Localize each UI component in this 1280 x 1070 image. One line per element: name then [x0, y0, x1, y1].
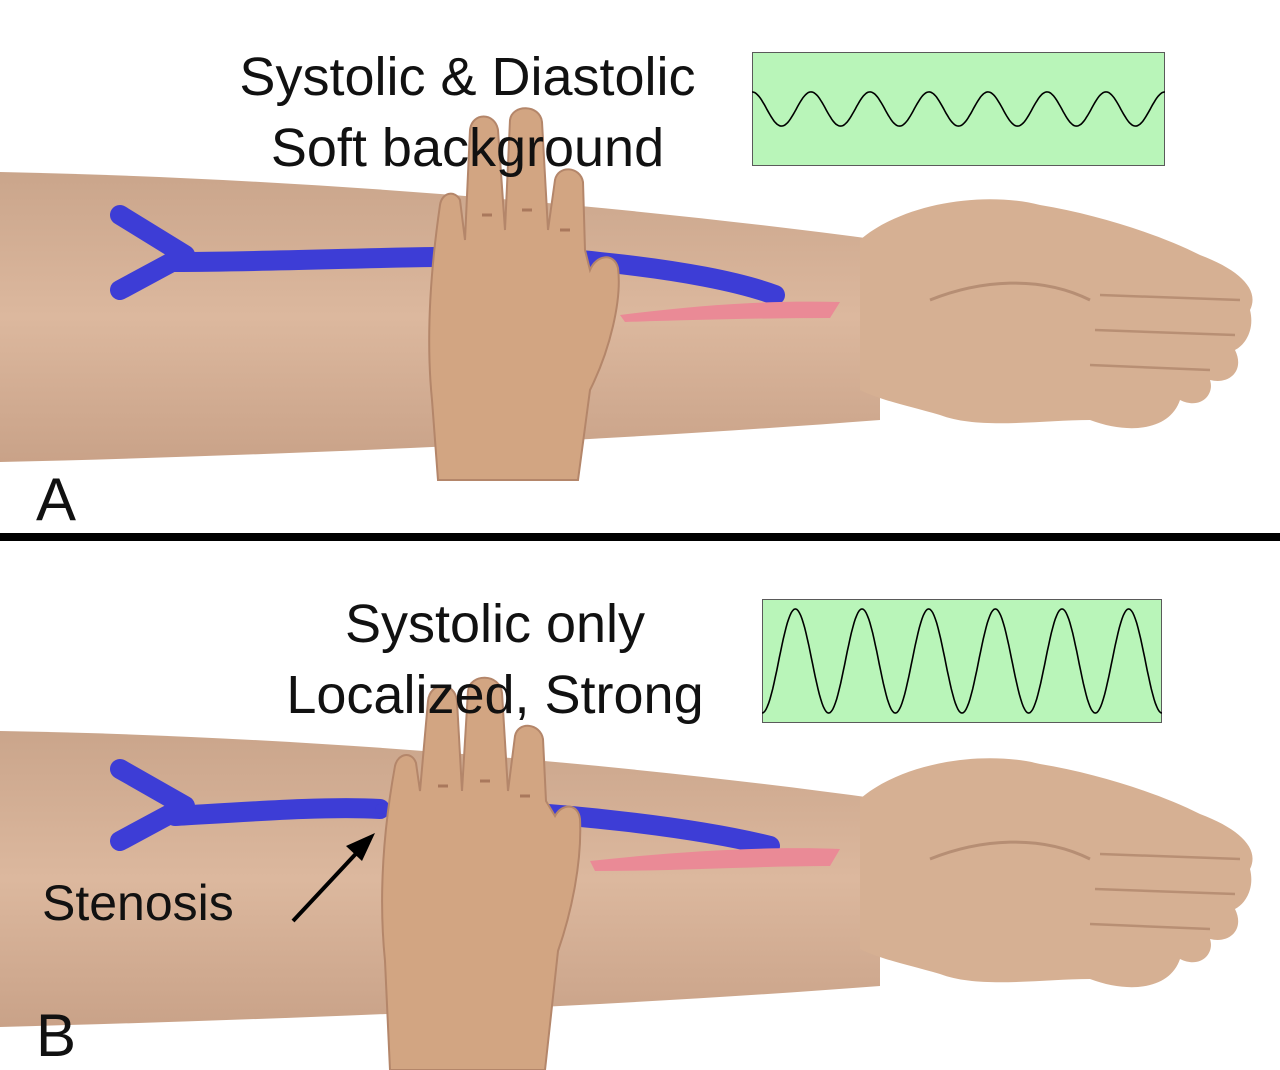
waveform-b-trace [762, 608, 1162, 714]
waveform-b-background [762, 599, 1162, 723]
palm-crease [929, 281, 1091, 302]
artery [620, 301, 840, 322]
stenosis-arrowhead [346, 833, 375, 861]
examiner-hand [428, 107, 620, 481]
waveform-a [752, 52, 1165, 166]
panel-a-letter: A [36, 466, 77, 533]
knuckle-lines [438, 779, 530, 798]
waveform-a-trace [752, 91, 1165, 127]
palm [860, 758, 1253, 988]
waveform-a-background [752, 52, 1165, 166]
stenosis-label: Stenosis [42, 875, 234, 931]
examiner-hand [381, 676, 582, 1070]
palm [860, 199, 1253, 429]
caption-a-line2: Soft background [270, 118, 665, 179]
vein [110, 759, 390, 851]
panel-b-letter: B [36, 1002, 77, 1069]
caption-b: Systolic only Localized, Strong [225, 589, 765, 732]
stenosis-arrow [291, 842, 367, 923]
artery [590, 848, 840, 871]
waveform-b [762, 599, 1162, 723]
forearm-illustration [0, 676, 1253, 1070]
caption-a-line1: Systolic & Diastolic [239, 47, 696, 107]
finger-line [1089, 852, 1241, 931]
panel-divider [0, 533, 1280, 541]
forearm-illustration [0, 107, 1253, 481]
caption-b-line2: Localized, Strong [286, 665, 704, 726]
caption-b-line1: Systolic only [344, 594, 646, 654]
panel-a: Systolic & Diastolic Soft background A [0, 0, 1280, 533]
caption-a: Systolic & Diastolic Soft background [195, 42, 740, 185]
palm-crease [929, 840, 1091, 861]
panel-b: Systolic only Localized, Strong Stenosis… [0, 541, 1280, 1070]
knuckle-lines [482, 208, 570, 232]
finger-line [1089, 293, 1241, 372]
